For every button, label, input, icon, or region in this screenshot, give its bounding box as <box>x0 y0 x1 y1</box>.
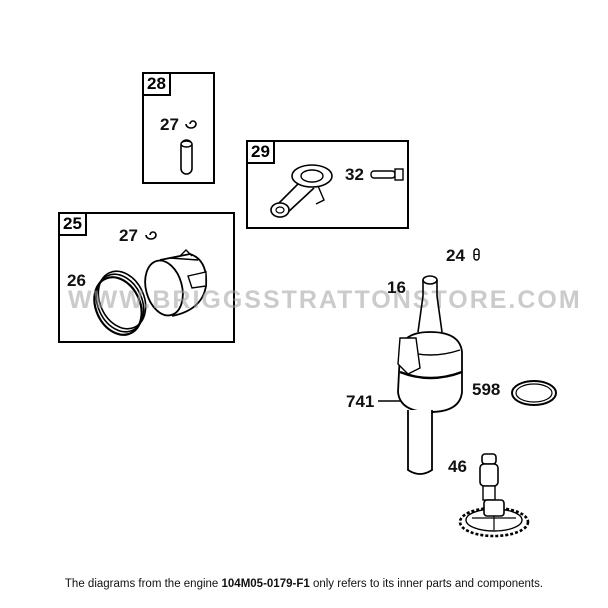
part-label-741: 741 <box>346 392 375 411</box>
retaining-clip-icon <box>145 231 157 240</box>
part-label-46: 46 <box>448 457 467 476</box>
part-box-28: 28 <box>142 72 215 184</box>
footer-prefix: The diagrams from the engine <box>64 578 222 590</box>
watermark: WWW.BRIGGSSTRATTONSTORE.COM <box>68 286 582 314</box>
o-ring-icon <box>511 380 557 406</box>
box-number-25: 25 <box>58 212 87 236</box>
crankshaft-icon <box>397 275 463 475</box>
part-label-27-in-25: 27 <box>119 226 138 245</box>
leader-line <box>378 400 403 402</box>
box-number-28: 28 <box>142 72 171 96</box>
part-label-598: 598 <box>472 380 501 399</box>
part-box-29: 29 <box>246 140 409 229</box>
connecting-rod-icon <box>270 164 333 218</box>
part-label-32: 32 <box>345 165 364 184</box>
part-label-24: 24 <box>446 246 465 265</box>
engine-model: 104M05-0179-F1 <box>221 578 310 590</box>
part-label-27-in-28: 27 <box>160 115 179 134</box>
key-icon <box>473 248 480 261</box>
box-number-29: 29 <box>246 140 275 164</box>
bolt-icon <box>370 168 404 181</box>
camshaft-icon <box>458 453 530 538</box>
piston-pin-icon <box>180 139 193 175</box>
part-label-26: 26 <box>67 271 86 290</box>
footer-suffix: only refers to its inner parts and compo… <box>309 578 544 590</box>
part-label-16: 16 <box>387 278 406 297</box>
retaining-clip-icon <box>185 120 197 129</box>
piston-icon <box>144 249 208 317</box>
footer-note: The diagrams from the engine 104M05-0179… <box>0 578 608 590</box>
piston-rings-icon <box>93 270 147 336</box>
